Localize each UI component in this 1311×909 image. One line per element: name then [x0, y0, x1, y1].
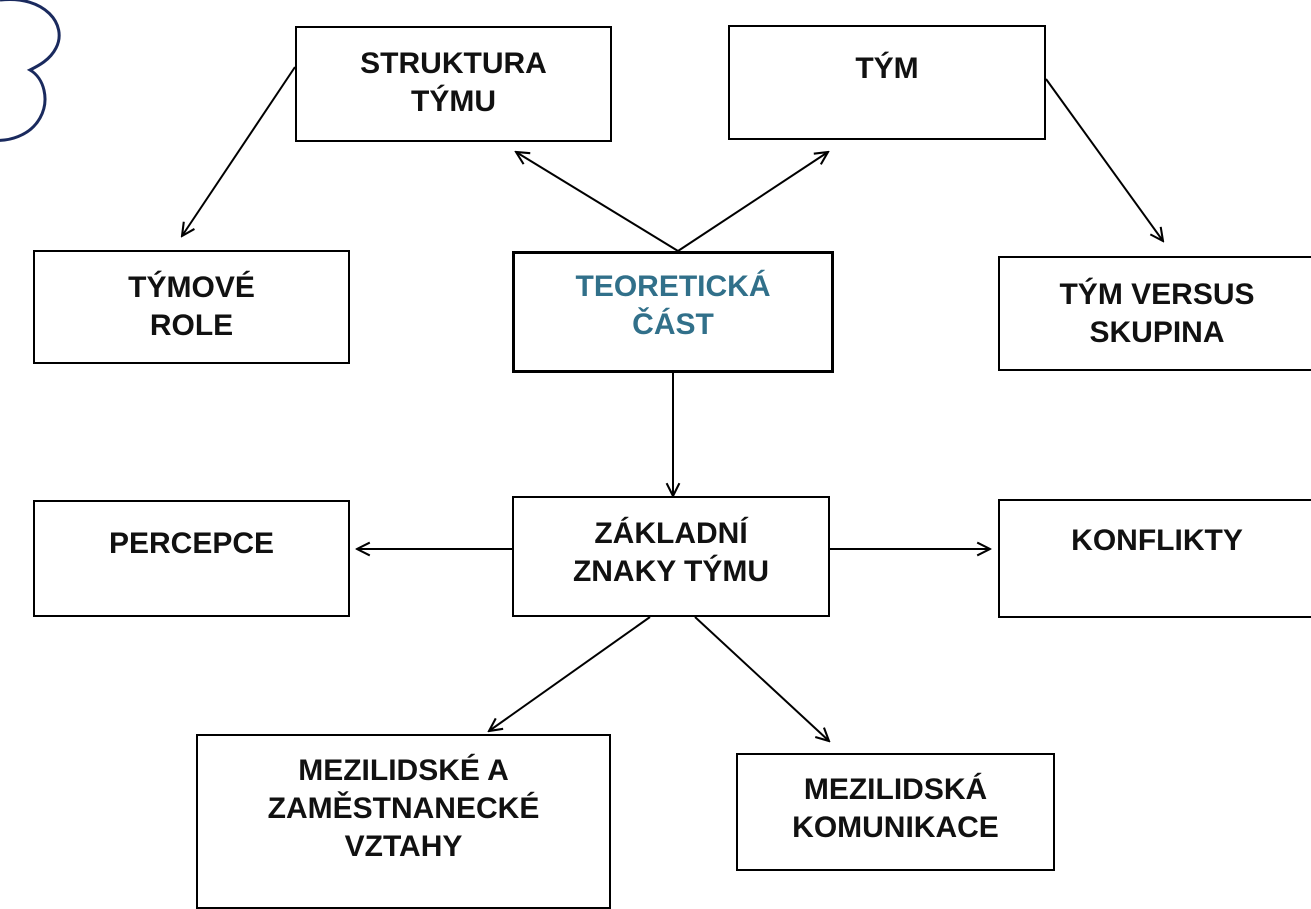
cloud-outline-icon	[0, 0, 61, 142]
arrow-basics-to-relations	[489, 616, 651, 731]
box-label-line: SKUPINA	[1089, 316, 1225, 349]
box-label-line: STRUKTURA	[360, 47, 547, 80]
box-communication: MEZILIDSKÁ KOMUNIKACE	[736, 753, 1055, 871]
box-label-line: TÝMOVÉ	[128, 271, 255, 304]
arrow-team-to-team-vs-group	[1045, 78, 1163, 241]
box-label-line: VZTAHY	[344, 830, 463, 863]
box-roles: TÝMOVÉ ROLE	[33, 250, 350, 364]
box-label-line: TÝM VERSUS	[1059, 278, 1255, 311]
arrow-structure-to-roles	[182, 66, 296, 236]
arrow-center-to-structure	[516, 152, 679, 252]
box-label-line: ROLE	[149, 309, 234, 342]
box-label-line: TÝM	[855, 52, 919, 85]
arrow-basics-to-communication	[694, 616, 829, 741]
box-conflicts: KONFLIKTY	[998, 499, 1311, 618]
box-relations: MEZILIDSKÉ A ZAMĚSTNANECKÉ VZTAHY	[196, 734, 611, 909]
box-label-line: MEZILIDSKÁ	[803, 773, 988, 806]
box-label-line: KOMUNIKACE	[792, 811, 999, 844]
box-label-line: KONFLIKTY	[1071, 524, 1243, 557]
arrow-center-to-team	[677, 152, 828, 252]
box-structure: STRUKTURA TÝMU	[295, 26, 612, 142]
box-label-line: ZÁKLADNÍ	[594, 517, 748, 550]
box-label-line: PERCEPCE	[108, 527, 275, 560]
box-perception: PERCEPCE	[33, 500, 350, 617]
box-label-line: TÝMU	[411, 85, 496, 118]
box-label-line: ZAMĚSTNANECKÉ	[267, 792, 540, 825]
box-label-line: ZNAKY TÝMU	[572, 555, 770, 588]
box-label-line: MEZILIDSKÉ A	[298, 754, 509, 787]
box-label-line: TEORETICKÁ	[575, 270, 771, 303]
box-label-line: ČÁST	[632, 308, 714, 341]
box-team-vs-group: TÝM VERSUS SKUPINA	[998, 256, 1311, 371]
box-team: TÝM	[728, 25, 1046, 140]
box-theoretical-part: TEORETICKÁ ČÁST	[512, 251, 834, 373]
box-team-basics: ZÁKLADNÍ ZNAKY TÝMU	[512, 496, 830, 617]
